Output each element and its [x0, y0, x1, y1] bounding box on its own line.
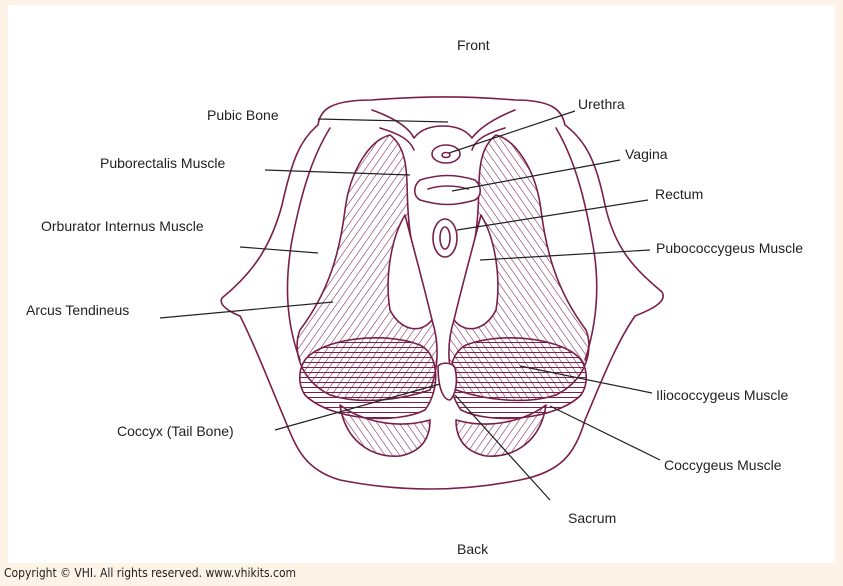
- label-rectum: Rectum: [655, 186, 703, 202]
- urethra-shape: [432, 145, 460, 163]
- vagina-shape: [415, 176, 481, 205]
- label-vagina: Vagina: [625, 146, 668, 162]
- left-iliococcygeus-lobe: [300, 338, 436, 419]
- label-coccygeus: Coccygeus Muscle: [664, 457, 782, 473]
- front-label: Front: [457, 37, 490, 53]
- label-arcus-tendineus: Arcus Tendineus: [26, 302, 129, 318]
- label-obturator-internus: Orburator Internus Muscle: [41, 218, 204, 234]
- label-pubococcygeus: Pubococcygeus Muscle: [656, 240, 803, 256]
- label-coccyx: Coccyx (Tail Bone): [117, 423, 234, 439]
- copyright-text: Copyright © VHI. All rights reserved. ww…: [4, 566, 296, 580]
- label-urethra: Urethra: [578, 96, 625, 112]
- label-pubic-bone: Pubic Bone: [207, 107, 279, 123]
- label-puborectalis: Puborectalis Muscle: [100, 155, 225, 171]
- label-sacrum: Sacrum: [568, 510, 616, 526]
- rectum-shape: [433, 219, 457, 257]
- right-iliococcygeus-lobe: [450, 338, 586, 419]
- label-iliococcygeus: Iliococcygeus Muscle: [656, 387, 788, 403]
- back-label: Back: [457, 541, 488, 557]
